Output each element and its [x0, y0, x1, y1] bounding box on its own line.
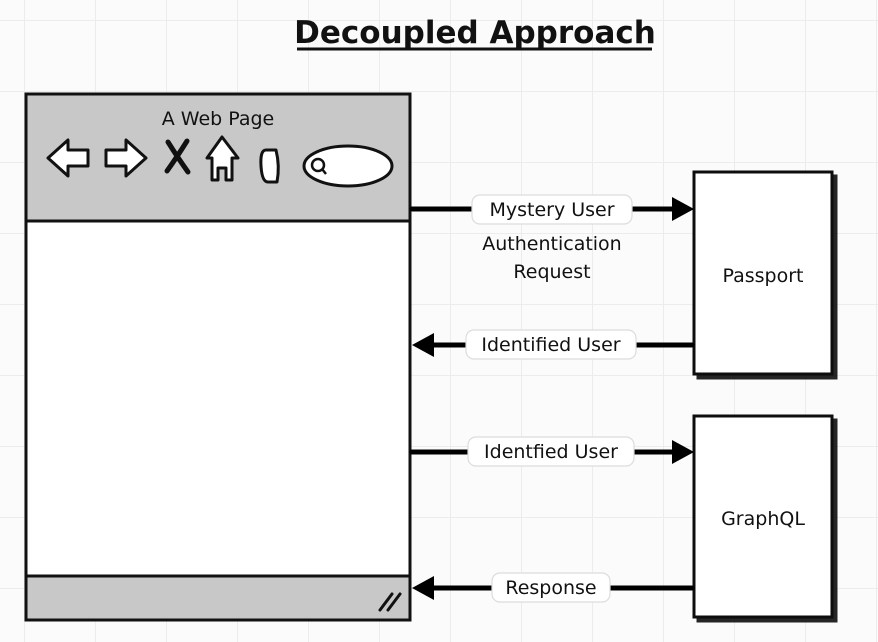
passport-label: Passport	[723, 265, 804, 287]
graphql-box: GraphQL	[692, 414, 834, 619]
graphql-rect	[692, 414, 834, 619]
label-pill	[491, 572, 611, 603]
response-label: Response	[505, 577, 596, 599]
search-field[interactable]	[302, 144, 394, 188]
label-pill	[465, 329, 637, 360]
home-icon[interactable]	[205, 135, 240, 182]
browser-statusbar	[27, 577, 409, 619]
diagram-title: Decoupled Approach	[294, 15, 656, 51]
label-pill	[467, 436, 635, 467]
arrow-mystery-user: Mystery User Authentication Request	[409, 194, 694, 283]
identified-user-label: Identified User	[481, 334, 620, 356]
passport-box: Passport	[692, 170, 834, 376]
auth-request-line1: Authentication	[482, 233, 621, 255]
arrow-head-left	[412, 333, 434, 357]
arrow-head-left	[412, 576, 434, 600]
forward-arrow-icon[interactable]	[104, 138, 148, 178]
web-page-title: A Web Page	[162, 108, 275, 130]
arrow-head-right	[672, 440, 694, 464]
identfied-user-label: Identfied User	[484, 441, 618, 463]
passport-rect	[692, 170, 834, 376]
back-arrow-icon[interactable]	[46, 138, 90, 178]
resize-grip-icon[interactable]	[378, 592, 402, 612]
arrow-head-right	[672, 197, 694, 221]
bookmark-icon[interactable]	[259, 148, 280, 184]
arrow-response: Response	[412, 572, 695, 603]
graphql-label: GraphQL	[721, 508, 805, 530]
close-icon[interactable]	[164, 138, 191, 175]
mystery-user-label: Mystery User	[489, 199, 614, 221]
search-icon-handle	[321, 168, 327, 175]
auth-request-line2: Request	[513, 261, 590, 283]
arrow-identified-user: Identified User	[412, 329, 695, 360]
label-pill	[471, 194, 633, 225]
arrow-identfied-user: Identfied User	[409, 436, 694, 467]
browser-window: A Web Page	[24, 92, 412, 622]
search-icon	[310, 157, 326, 173]
